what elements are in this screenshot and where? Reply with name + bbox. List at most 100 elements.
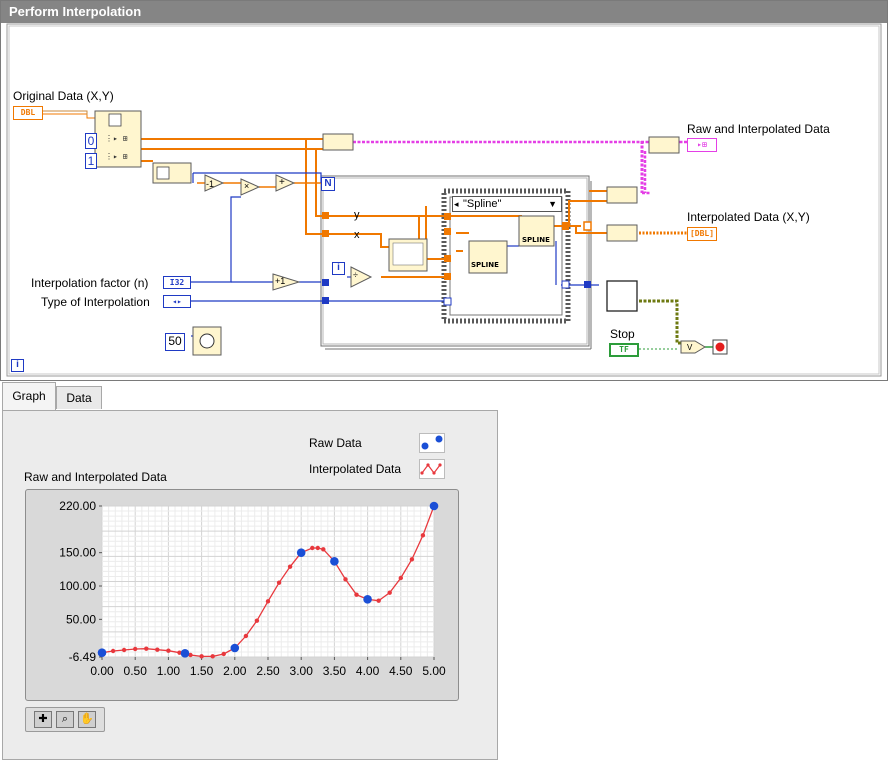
point-interpolated bbox=[321, 547, 326, 552]
i32-terminal[interactable]: I32 bbox=[163, 276, 191, 289]
legend-raw-swatch[interactable] bbox=[419, 433, 445, 453]
tunnel-x bbox=[322, 230, 329, 237]
loop-count-terminal[interactable]: N bbox=[321, 177, 335, 191]
x-tick-label: 2.00 bbox=[223, 664, 247, 678]
zoom-icon[interactable]: ⌕ bbox=[56, 711, 74, 728]
legend-interp-swatch[interactable] bbox=[419, 459, 445, 479]
label-interp-factor: Interpolation factor (n) bbox=[31, 276, 149, 290]
block-diagram-canvas[interactable]: ⋮▸ ⊞ ⋮▸ ⊞ bbox=[1, 1, 887, 380]
point-interpolated bbox=[265, 599, 271, 604]
enum-terminal[interactable]: ◂▸ bbox=[163, 295, 191, 308]
label-original-data: Original Data (X,Y) bbox=[13, 89, 114, 103]
tab-graph[interactable]: Graph bbox=[2, 382, 56, 410]
x-tick-label: 5.00 bbox=[422, 664, 446, 678]
point-interpolated bbox=[420, 533, 426, 538]
x-tick-label: 3.00 bbox=[290, 664, 314, 678]
point-raw bbox=[296, 548, 306, 557]
tf-terminal[interactable]: TF bbox=[609, 343, 639, 357]
tunnel-type bbox=[322, 297, 329, 304]
y-tick-label: 220.00 bbox=[59, 499, 96, 513]
graph-title: Raw and Interpolated Data bbox=[24, 470, 167, 484]
point-raw bbox=[429, 501, 439, 511]
spline-label-1: SPLINE bbox=[471, 261, 499, 269]
tab-data[interactable]: Data bbox=[56, 386, 102, 409]
add-node bbox=[275, 174, 296, 192]
label-interp-type: Type of Interpolation bbox=[41, 295, 150, 309]
y-tick-label: 50.00 bbox=[66, 612, 96, 626]
spline-label-2: SPLINE bbox=[522, 236, 550, 244]
increment-node bbox=[272, 273, 301, 291]
point-interpolated bbox=[188, 652, 193, 658]
point-interpolated bbox=[144, 646, 149, 651]
legend-interp-icon bbox=[420, 463, 442, 475]
multiply-node bbox=[240, 178, 261, 196]
xy-graph[interactable]: 0.00 0.50 1.00 1.50 2.00 2.50 3.00 3.50 4.00 4.50… bbox=[25, 489, 459, 701]
point-interpolated bbox=[254, 618, 260, 623]
case-selector-label: "Spline" bbox=[463, 198, 502, 210]
loop-iteration-terminal[interactable]: i bbox=[332, 262, 345, 275]
y-tick-label: 100.00 bbox=[59, 579, 96, 593]
point-interpolated bbox=[110, 648, 116, 654]
point-interpolated bbox=[166, 648, 171, 653]
legend-raw-icon bbox=[421, 435, 443, 450]
add-label: + bbox=[279, 177, 285, 188]
point-interpolated bbox=[177, 650, 182, 655]
chevron-left-icon[interactable]: ◂ bbox=[454, 199, 459, 209]
graph-palette: ✚ ⌕ ✋ bbox=[25, 707, 105, 732]
window-title: Perform Interpolation bbox=[1, 1, 887, 23]
point-raw bbox=[97, 648, 107, 657]
label-stop: Stop bbox=[610, 327, 635, 341]
x-tick-label: 2.50 bbox=[256, 664, 280, 678]
graph-output-terminal[interactable]: ▸⊞ bbox=[687, 138, 717, 152]
point-interpolated bbox=[221, 651, 226, 657]
dbl-input-terminal[interactable]: DBL bbox=[13, 106, 43, 120]
loop-label-x: x bbox=[354, 229, 360, 241]
or-label: V bbox=[687, 343, 693, 352]
point-interpolated bbox=[315, 545, 320, 551]
y-tick-label: 150.00 bbox=[59, 546, 96, 560]
bundle-graph-node bbox=[648, 136, 680, 154]
tunnel-y bbox=[322, 212, 329, 219]
svg-text:⋮▸ ⊞: ⋮▸ ⊞ bbox=[105, 152, 128, 161]
case-selector[interactable]: "Spline" ▼ ◂ bbox=[452, 196, 562, 212]
label-raw-interp: Raw and Interpolated Data bbox=[687, 122, 830, 136]
x-tick-label: 3.50 bbox=[323, 664, 347, 678]
dbl-output-terminal[interactable]: [DBL] bbox=[687, 227, 717, 241]
or-node bbox=[680, 340, 706, 354]
x-tick-label: 4.00 bbox=[356, 664, 380, 678]
divide-label: ÷ bbox=[353, 270, 358, 280]
main-loop-iteration-terminal[interactable]: i bbox=[11, 359, 24, 372]
point-interpolated bbox=[387, 590, 392, 595]
legend-raw-label: Raw Data bbox=[309, 436, 362, 450]
cursor-move-icon[interactable]: ✚ bbox=[34, 711, 52, 728]
spline-node-1 bbox=[468, 240, 508, 274]
x-tick-label: 4.50 bbox=[389, 664, 413, 678]
pan-hand-icon[interactable]: ✋ bbox=[78, 711, 96, 728]
svg-text:⋮▸ ⊞: ⋮▸ ⊞ bbox=[105, 134, 128, 143]
point-raw bbox=[180, 649, 190, 658]
multiply-label: × bbox=[244, 181, 250, 191]
x-tick-label: 1.50 bbox=[190, 664, 214, 678]
point-interpolated bbox=[121, 647, 127, 653]
point-interpolated bbox=[243, 633, 249, 639]
x-tick-label: 0.00 bbox=[90, 664, 114, 678]
point-interpolated bbox=[343, 577, 348, 582]
point-interpolated bbox=[376, 598, 381, 603]
point-interpolated bbox=[155, 647, 160, 652]
error-handler-node bbox=[606, 280, 638, 312]
increment-label: +1 bbox=[275, 276, 286, 286]
chevron-down-icon[interactable]: ▼ bbox=[548, 199, 557, 209]
spline-node-2 bbox=[518, 215, 555, 247]
y-tick-label: -6.49 bbox=[69, 650, 97, 664]
x-tick-label: 0.50 bbox=[124, 664, 148, 678]
block-diagram-window: ⋮▸ ⊞ ⋮▸ ⊞ Perform Interpolation Origi bbox=[0, 0, 888, 381]
point-interpolated bbox=[133, 646, 138, 652]
point-raw bbox=[363, 595, 372, 604]
const-one[interactable]: 1 bbox=[85, 153, 97, 169]
x-tick-label: 1.00 bbox=[157, 664, 181, 678]
point-interpolated bbox=[276, 580, 282, 585]
point-raw bbox=[230, 643, 240, 653]
const-fifty[interactable]: 50 bbox=[165, 333, 185, 351]
loop-label-y: y bbox=[354, 209, 360, 221]
const-zero[interactable]: 0 bbox=[85, 133, 97, 149]
